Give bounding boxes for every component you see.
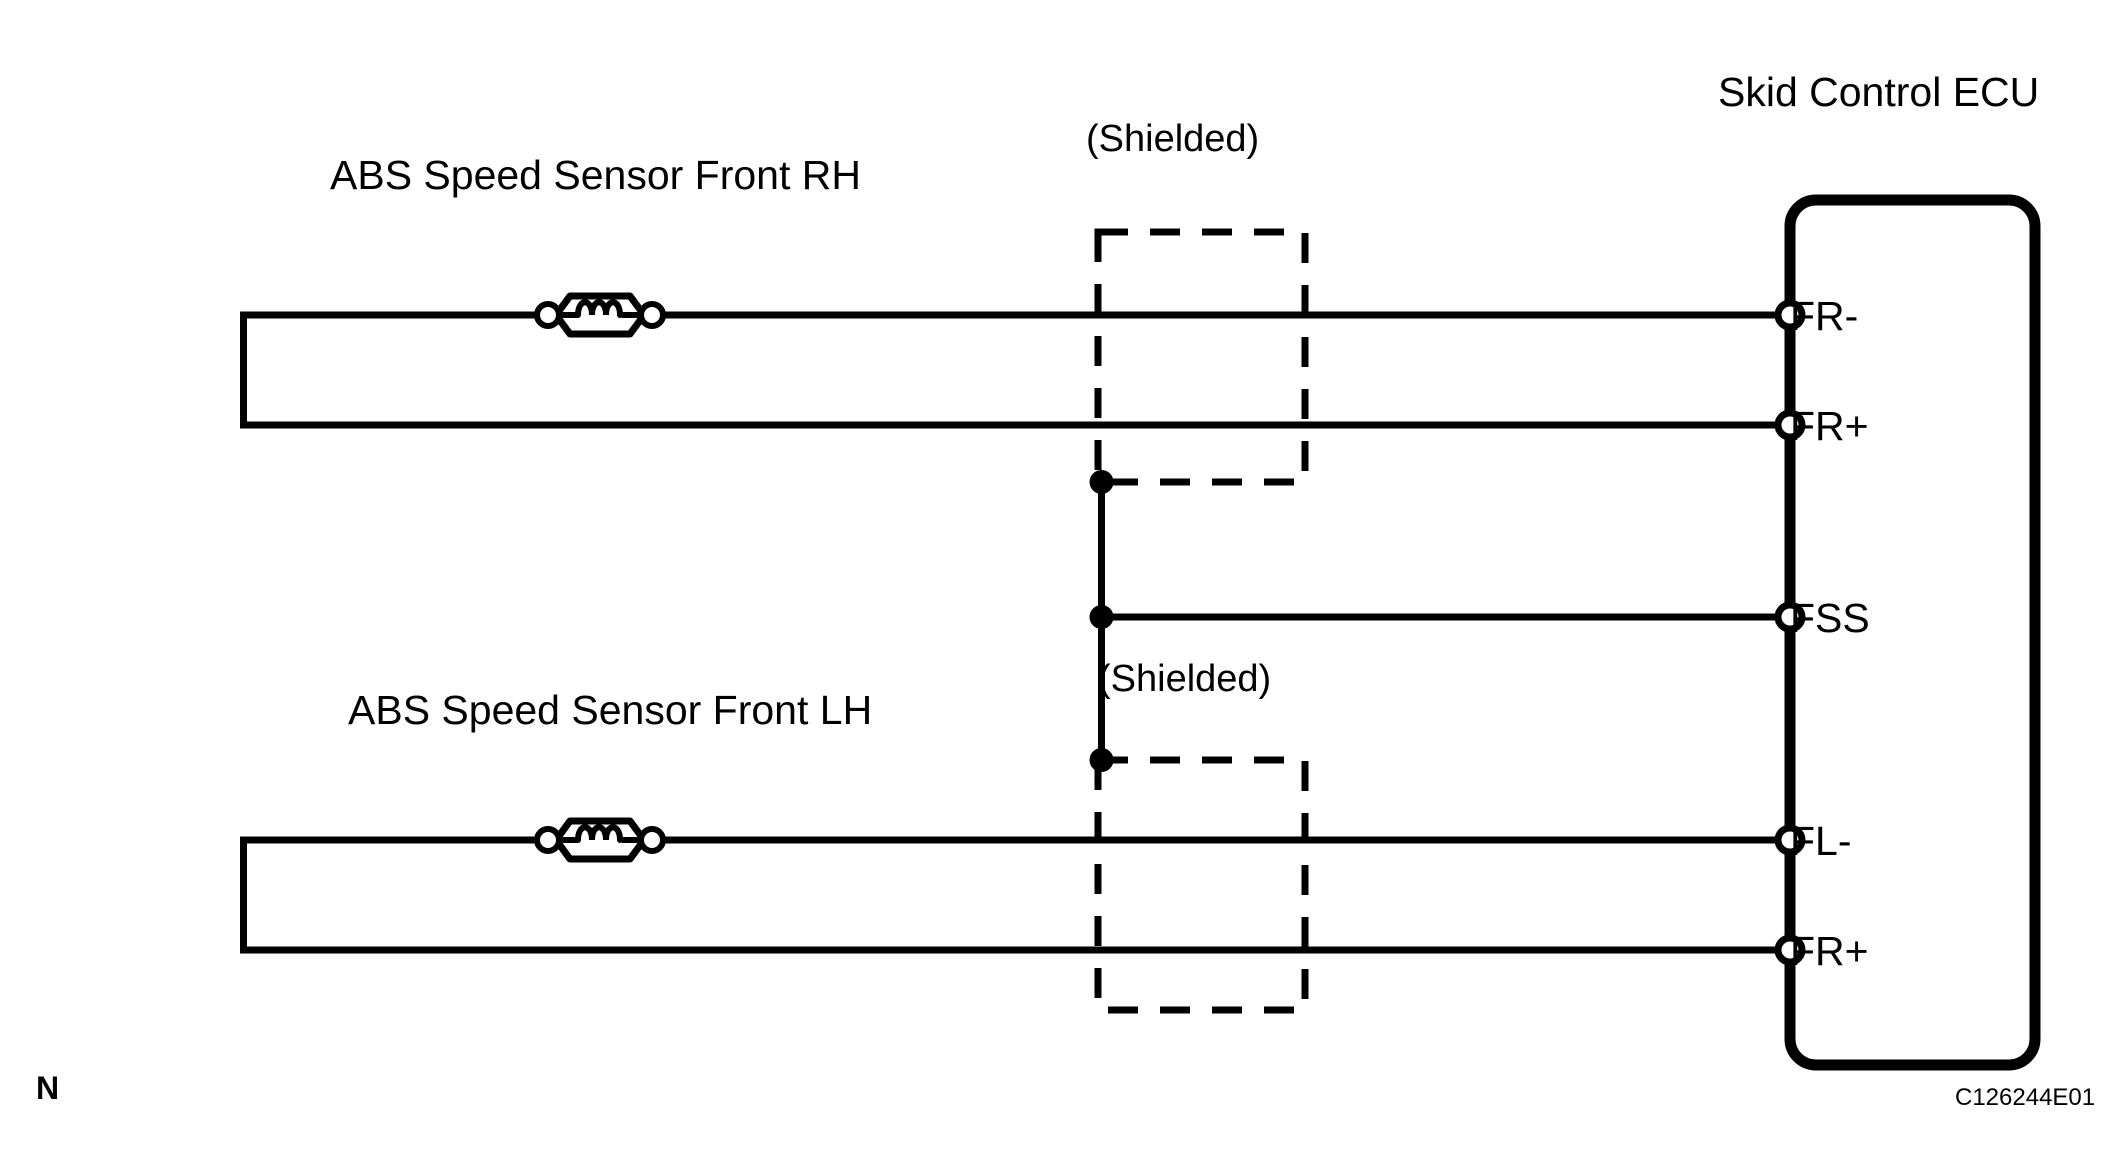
page-title-skid-control-ecu: Skid Control ECU [1718, 69, 2040, 115]
shield-box-lower [1094, 756, 1309, 1014]
ecu-terminal-circle-fr-minus [1774, 299, 1806, 331]
label-ecu-terminal-fr-minus: FR- [1790, 293, 1859, 339]
ecu-terminal-connectors [1774, 299, 1806, 966]
sensor-lh-terminal-right [638, 826, 666, 854]
sensor-rh-terminal-left [534, 301, 562, 329]
label-shield-lower: (Shielded) [1098, 658, 1272, 700]
label-sensor-front-rh: ABS Speed Sensor Front RH [330, 152, 861, 198]
label-ecu-terminal-fl-minus: FL- [1790, 818, 1852, 864]
label-ecu-terminal-fr-plus-1: FR+ [1790, 403, 1869, 449]
junction-dot-upper-shield [1089, 470, 1114, 494]
abs-speed-sensor-front-rh-icon [534, 292, 666, 338]
label-shield-upper: (Shielded) [1086, 118, 1260, 160]
label-sensor-front-lh: ABS Speed Sensor Front LH [348, 687, 873, 733]
ecu-terminal-circle-fr-plus-2 [1774, 934, 1806, 966]
label-ecu-terminal-fr-plus-2: FR+ [1790, 928, 1869, 974]
shield-ground-wire [1098, 482, 1783, 760]
abs-speed-sensor-front-lh-icon [534, 817, 666, 863]
sensor-rh-terminal-right [638, 301, 666, 329]
junction-dot-fss [1089, 605, 1114, 629]
sensor-rh-coil-winding [575, 299, 623, 318]
ecu-terminal-circle-fr-plus-1 [1774, 409, 1806, 441]
sensor-front-lh-wiring [240, 836, 1783, 954]
corner-marker-n: N [36, 1070, 60, 1106]
ecu-terminal-circle-fss [1774, 601, 1806, 633]
label-ecu-terminal-fss: FSS [1790, 595, 1870, 641]
reference-code: C126244E01 [1955, 1084, 2096, 1111]
sensor-lh-coil-winding [575, 824, 623, 843]
sensor-lh-terminal-left [534, 826, 562, 854]
shield-box-upper [1094, 228, 1309, 486]
shield-box-upper-outline [1094, 228, 1309, 486]
sensor-front-rh-wiring [240, 311, 1783, 429]
ecu-terminal-circle-fl-minus [1774, 824, 1806, 856]
shield-box-lower-outline [1094, 756, 1309, 1014]
